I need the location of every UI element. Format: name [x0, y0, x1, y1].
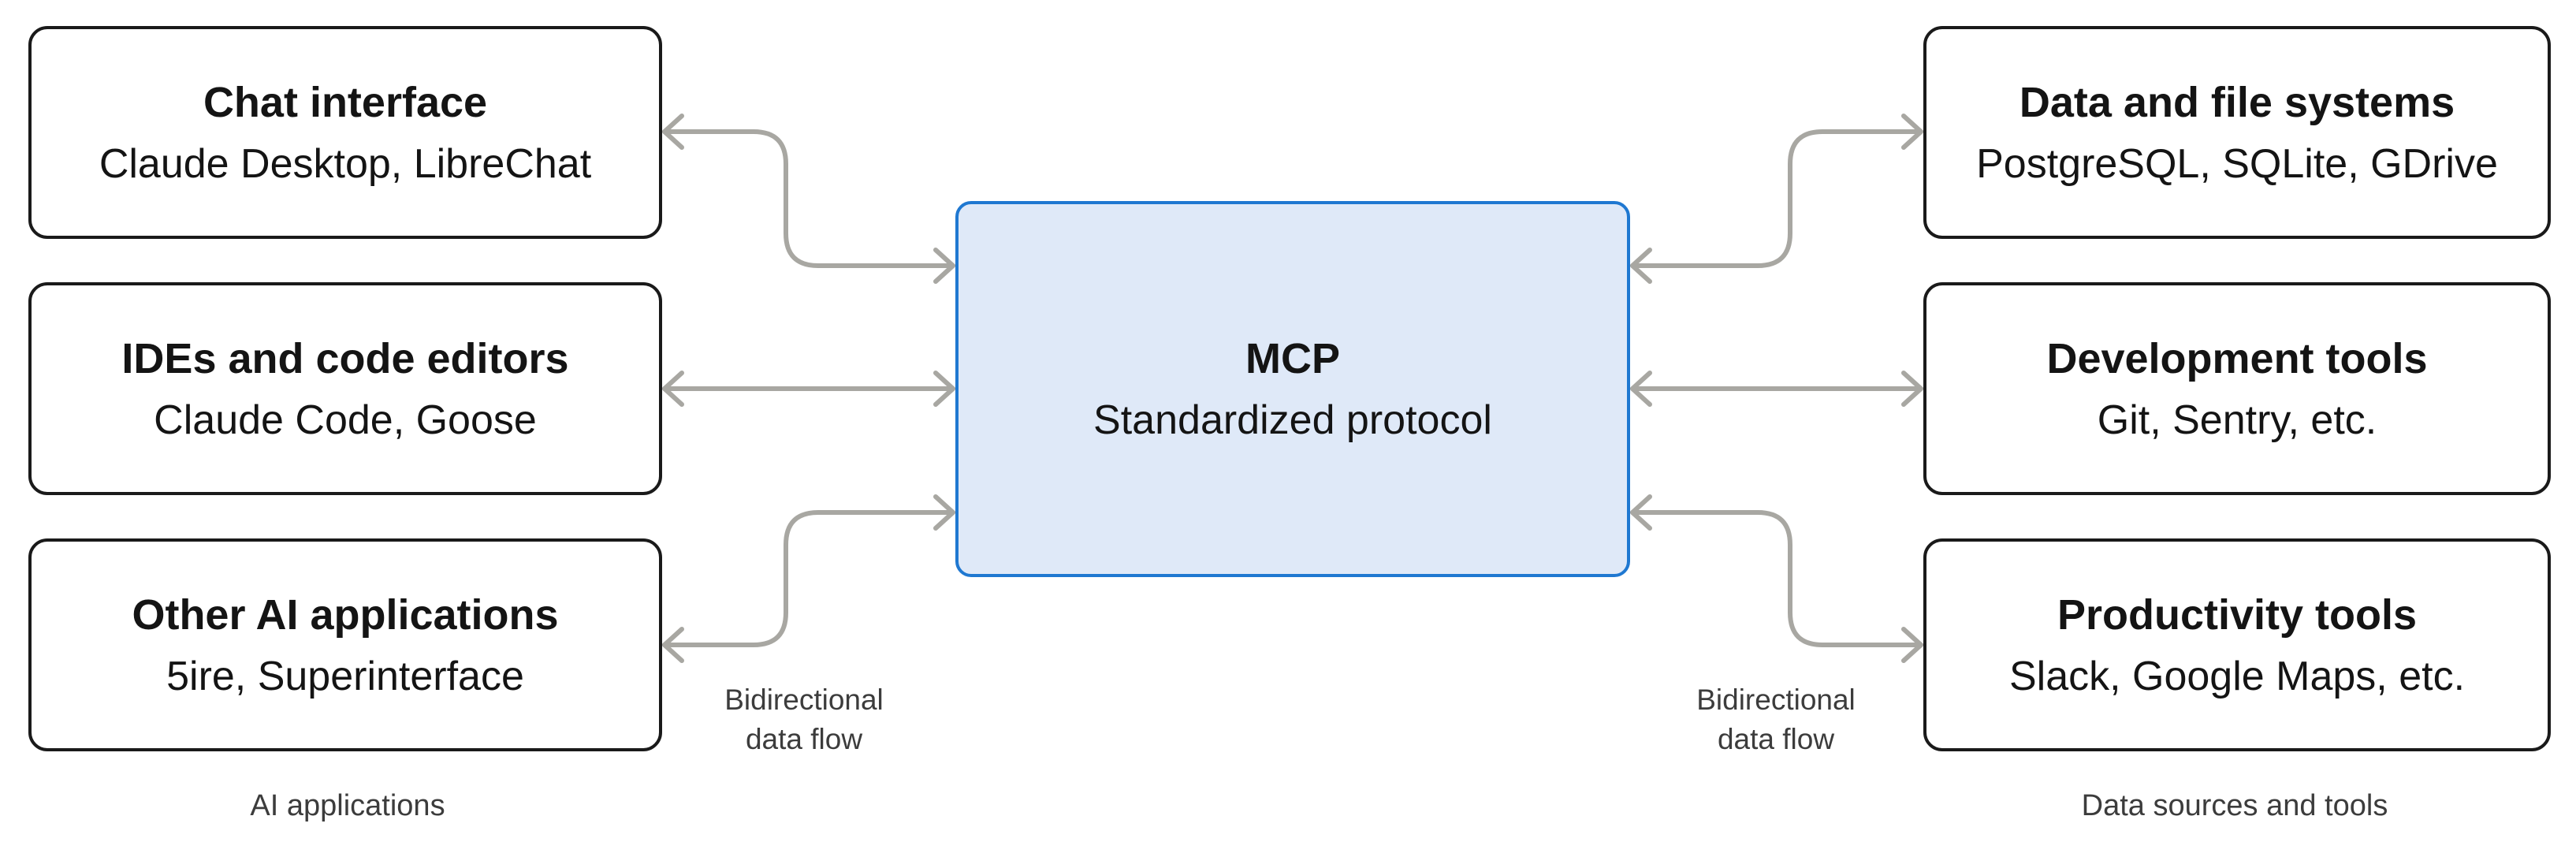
box-productivity-tools: Productivity tools Slack, Google Maps, e… — [1923, 538, 2551, 751]
box-title: Development tools — [2046, 334, 2428, 382]
arrowhead-right-icon — [1901, 371, 1923, 407]
arrowhead-left-icon — [1630, 371, 1652, 407]
ai-applications-caption: AI applications — [250, 789, 445, 822]
arrowhead-right-icon — [1901, 114, 1923, 150]
bidirectional-arrow-mcp-data — [1630, 114, 1923, 284]
box-data-file-systems: Data and file systems PostgreSQL, SQLite… — [1923, 26, 2551, 239]
box-subtitle: 5ire, Superinterface — [166, 653, 524, 699]
box-development-tools: Development tools Git, Sentry, etc. — [1923, 282, 2551, 495]
box-chat-interface: Chat interface Claude Desktop, LibreChat — [28, 26, 662, 239]
data-sources-tools-caption: Data sources and tools — [2081, 789, 2388, 822]
box-title: Data and file systems — [2019, 78, 2455, 126]
box-subtitle: Slack, Google Maps, etc. — [2008, 653, 2466, 699]
arrowhead-right-icon — [933, 494, 955, 531]
arrowhead-right-icon — [933, 371, 955, 407]
bidirectional-arrow-other-mcp — [662, 494, 955, 663]
arrowhead-left-icon — [1630, 494, 1652, 531]
bidirectional-data-flow-label-right: Bidirectional data flow — [1696, 684, 1856, 755]
arrowhead-left-icon — [662, 371, 684, 407]
box-subtitle: Git, Sentry, etc. — [2097, 397, 2377, 443]
box-title: Chat interface — [203, 78, 488, 126]
arrowhead-left-icon — [662, 114, 684, 150]
bidirectional-arrow-ide-mcp — [662, 371, 955, 407]
arrowhead-right-icon — [933, 248, 955, 284]
arrowhead-left-icon — [1630, 248, 1652, 284]
bidirectional-arrow-chat-mcp — [662, 114, 955, 284]
box-subtitle: Standardized protocol — [1093, 397, 1492, 443]
arrowhead-left-icon — [662, 627, 684, 663]
box-title: Productivity tools — [2057, 591, 2418, 639]
box-title: Other AI applications — [132, 591, 559, 639]
bidirectional-data-flow-label-left: Bidirectional data flow — [724, 684, 884, 755]
box-title: MCP — [1245, 335, 1340, 382]
box-other-ai-applications: Other AI applications 5ire, Superinterfa… — [28, 538, 662, 751]
bidirectional-arrow-mcp-dev — [1630, 371, 1923, 407]
box-subtitle: Claude Desktop, LibreChat — [99, 140, 592, 187]
box-subtitle: Claude Code, Goose — [154, 397, 537, 443]
arrowhead-right-icon — [1901, 627, 1923, 663]
box-title: IDEs and code editors — [121, 334, 569, 382]
bidirectional-arrow-mcp-productivity — [1630, 494, 1923, 663]
box-mcp: MCP Standardized protocol — [955, 201, 1630, 577]
box-subtitle: PostgreSQL, SQLite, GDrive — [1976, 140, 2498, 187]
box-ides-code-editors: IDEs and code editors Claude Code, Goose — [28, 282, 662, 495]
